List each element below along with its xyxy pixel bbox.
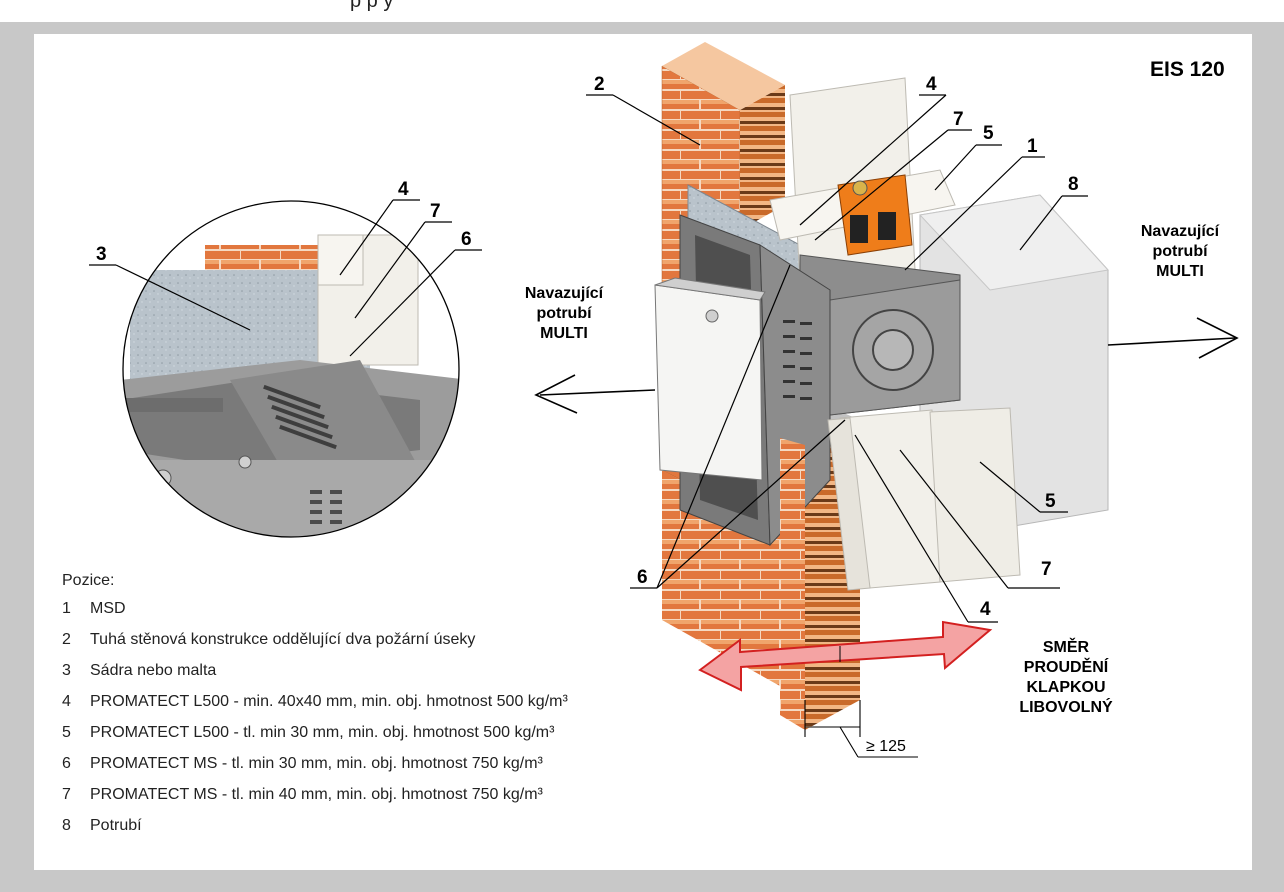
flow-direction-label: SMĚR PROUDĚNÍ KLAPKOU LIBOVOLNÝ [1019, 639, 1113, 716]
duct-left-label: Navazující potrubí MULTI [524, 285, 604, 342]
callout-2: 2 [594, 74, 605, 95]
callout-7-lower: 7 [1041, 559, 1052, 580]
flow-direction-arrow [698, 620, 993, 692]
wall-thickness-dimension: ≥ 125 [866, 738, 906, 755]
header-title-fragment: p p y [350, 0, 394, 12]
callout-7: 7 [953, 109, 964, 130]
header-strip: p p y [0, 0, 1284, 22]
duct-right-label: Navazující potrubí MULTI [1140, 223, 1220, 280]
callout-4-lower: 4 [980, 599, 991, 620]
callout-6-detail: 6 [461, 229, 472, 250]
callout-1: 1 [1027, 136, 1038, 157]
duct-arrows [534, 317, 1239, 414]
main-assembly [654, 42, 1109, 730]
leader-lines [89, 94, 1088, 623]
fire-rating-label: EIS 120 [1150, 58, 1225, 81]
dimension-lines [804, 700, 918, 758]
callout-7-detail: 7 [430, 201, 441, 222]
callout-3: 3 [96, 244, 107, 265]
callout-4-detail: 4 [398, 179, 409, 200]
callout-5-lower: 5 [1045, 491, 1056, 512]
detail-magnifier [123, 201, 459, 537]
callout-8: 8 [1068, 174, 1079, 195]
callout-5: 5 [983, 123, 994, 144]
detail-circle-outline [122, 200, 460, 538]
callout-6: 6 [637, 567, 648, 588]
callout-4: 4 [926, 74, 937, 95]
legend-heading: Pozice: [62, 572, 115, 589]
